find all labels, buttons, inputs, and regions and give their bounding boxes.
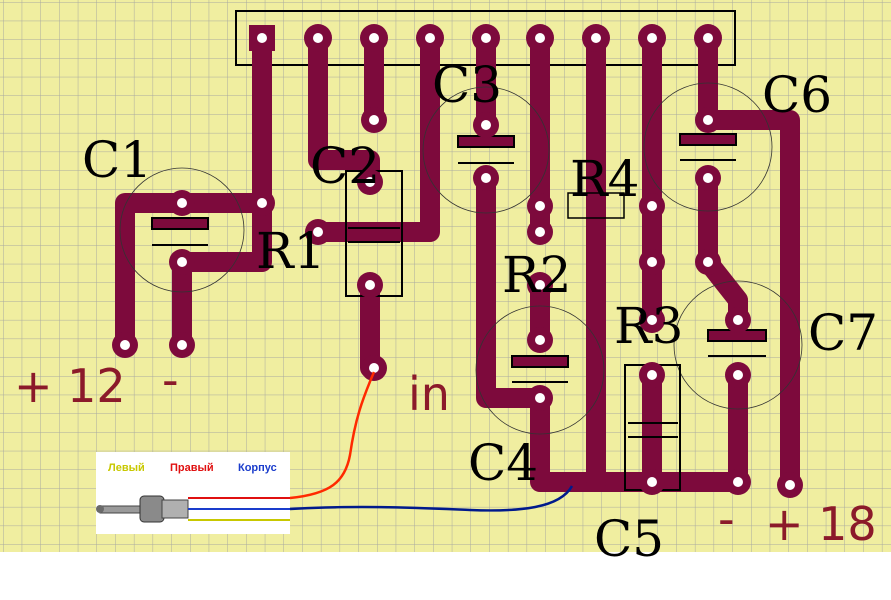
label-c3: C3 <box>432 56 502 114</box>
connector-pads <box>249 24 722 52</box>
label-c6: C6 <box>762 66 832 124</box>
blue-wire <box>289 485 574 512</box>
plug-label-ground: Корпус <box>238 462 277 474</box>
audio-plug-picture: Левый Правый Корпус <box>96 452 290 534</box>
label-r1: R1 <box>256 222 325 280</box>
label-c5: C5 <box>594 510 664 568</box>
label-minus-left: - <box>162 353 179 407</box>
label-r3: R3 <box>614 297 683 355</box>
plug-label-right: Правый <box>170 462 214 474</box>
pad-holes <box>120 115 795 490</box>
label-r2: R2 <box>502 246 571 304</box>
label-plus-18: + 18 <box>765 497 877 551</box>
plug-label-left: Левый <box>108 462 145 474</box>
label-c1: C1 <box>82 131 152 189</box>
label-r4: R4 <box>570 150 639 208</box>
label-plus-12: + 12 <box>14 359 126 413</box>
r4-body <box>567 192 625 219</box>
label-c2: C2 <box>310 137 380 195</box>
capacitor-outlines <box>119 82 803 435</box>
label-c4: C4 <box>468 434 538 492</box>
capacitor-plates <box>151 133 767 438</box>
label-minus-right: - <box>718 492 735 546</box>
label-in: in <box>408 367 450 421</box>
red-wire <box>289 371 376 500</box>
label-c7: C7 <box>808 304 878 362</box>
